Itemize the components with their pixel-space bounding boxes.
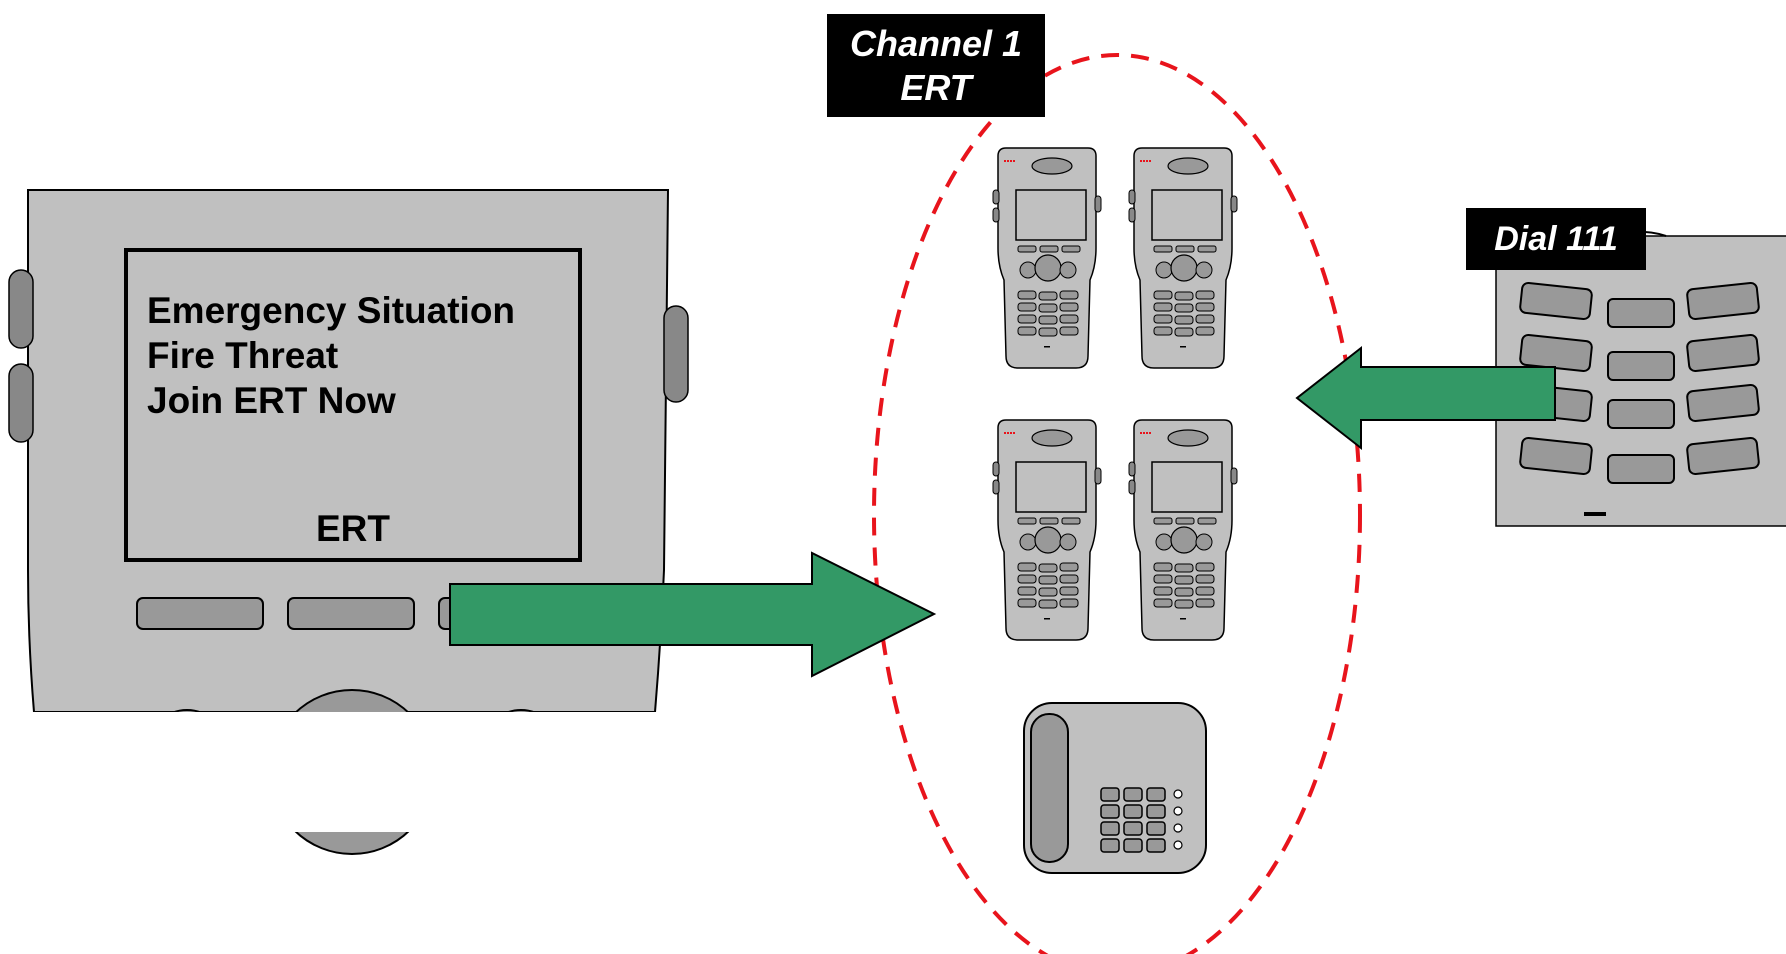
wireless-handset-icon	[1128, 419, 1238, 641]
softkey-middle	[287, 597, 415, 630]
wireless-handset-icon	[1128, 147, 1238, 369]
screen-line-1: Emergency Situation	[147, 290, 516, 331]
wireless-handset-icon	[992, 419, 1102, 641]
handset-screen	[124, 248, 582, 562]
screen-line-2: Fire Threat	[147, 335, 339, 376]
channel-label-line-1: Channel 1	[849, 23, 1023, 64]
wireless-handset-icon	[992, 147, 1102, 369]
side-button-right	[663, 305, 689, 403]
softkey-left	[136, 597, 264, 630]
softkey-label: ERT	[316, 508, 390, 549]
screen-line-3: Join ERT Now	[147, 380, 396, 421]
arrow-right-icon	[449, 551, 937, 678]
channel-label: Channel 1 ERT	[827, 14, 1045, 117]
side-button-upper	[8, 269, 34, 349]
desk-phone-icon	[1023, 702, 1207, 874]
dial-label: Dial 111	[1466, 208, 1646, 270]
arrow-left-icon	[1295, 345, 1556, 451]
channel-label-line-2: ERT	[900, 67, 972, 108]
channel-group-ellipse	[872, 53, 1362, 954]
side-button-lower	[8, 363, 34, 443]
